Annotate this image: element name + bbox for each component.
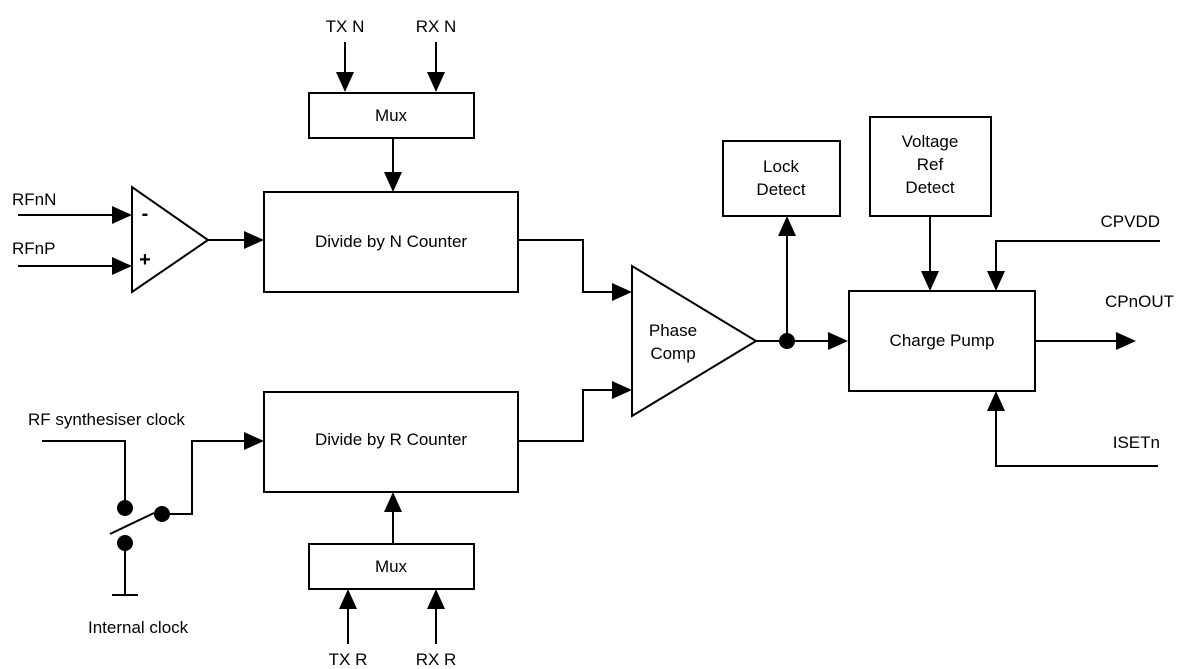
tx-r-arrow (339, 589, 357, 609)
differential-amplifier: - + (131, 185, 210, 294)
rx-r-arrow (427, 589, 445, 609)
mux-top-block: Mux (308, 92, 475, 139)
phase-comp-label-line2: Comp (650, 344, 695, 363)
lock-detect-label-line2: Detect (756, 180, 805, 199)
isetn-wire (995, 409, 1158, 467)
charge-pump-label: Charge Pump (890, 331, 995, 350)
divide-r-to-phase-comp-wire (518, 389, 614, 442)
rf-synthesiser-clock-label: RF synthesiser clock (28, 410, 185, 429)
voltage-ref-detect-block: Voltage Ref Detect (869, 116, 992, 217)
divide-r-to-phase-comp-arrow (612, 381, 632, 399)
switch-to-divide-r-arrow (244, 432, 264, 450)
rx-n-label: RX N (416, 17, 457, 36)
divide-by-r-counter-label: Divide by R Counter (315, 430, 467, 449)
rfnn-label: RFnN (12, 190, 56, 209)
rx-n-arrow (427, 72, 445, 92)
tx-n-arrow (336, 72, 354, 92)
lock-detect-block: Lock Detect (722, 140, 841, 217)
voltage-ref-label-line1: Voltage (902, 132, 959, 151)
divide-by-n-counter-block: Divide by N Counter (263, 191, 519, 293)
amp-to-divide-n-arrow (244, 231, 264, 249)
cpnout-arrow (1116, 332, 1136, 350)
cpvdd-arrow (987, 271, 1005, 291)
mux-bottom-block: Mux (308, 543, 475, 590)
phase-comparator-block: Phase Comp (631, 264, 758, 418)
amp-minus-sign: - (142, 203, 149, 225)
divide-n-to-phase-comp-wire (518, 239, 614, 293)
cpvdd-wire (995, 240, 1160, 273)
mux-bottom-label: Mux (375, 557, 408, 576)
rfnp-arrow (112, 257, 132, 275)
cpvdd-label: CPVDD (1100, 212, 1160, 231)
divide-n-to-phase-comp-arrow (612, 283, 632, 301)
internal-clock-label: Internal clock (88, 618, 189, 637)
isetn-arrow (987, 391, 1005, 411)
voltage-ref-label-line3: Detect (905, 178, 954, 197)
cpnout-label: CPnOUT (1105, 292, 1174, 311)
switch-lever (109, 512, 155, 535)
mux-top-to-divide-n-arrow (384, 172, 402, 192)
mux-bottom-to-divide-r-arrow (384, 492, 402, 512)
tx-r-label: TX R (329, 650, 368, 669)
phase-comp-label-line1: Phase (649, 321, 697, 340)
rf-synth-clock-wire (42, 440, 126, 503)
rfnp-label: RFnP (12, 239, 55, 258)
divide-by-n-counter-label: Divide by N Counter (315, 232, 467, 251)
voltage-ref-to-charge-pump-arrow (921, 271, 939, 291)
junction-to-lock-detect-arrow (778, 216, 796, 236)
lock-detect-label-line1: Lock (763, 157, 799, 176)
mux-top-label: Mux (375, 106, 408, 125)
clock-select-switch (109, 500, 170, 551)
isetn-label: ISETn (1113, 433, 1160, 452)
amp-plus-sign: + (139, 249, 151, 271)
phase-comp-to-charge-pump-arrow (828, 332, 848, 350)
switch-to-divide-r-wire (162, 440, 246, 515)
voltage-ref-label-line2: Ref (917, 155, 944, 174)
tx-n-label: TX N (326, 17, 365, 36)
switch-contact-top (117, 500, 133, 516)
rfnn-arrow (112, 206, 132, 224)
divide-by-r-counter-block: Divide by R Counter (263, 391, 519, 493)
rx-r-label: RX R (416, 650, 457, 669)
charge-pump-block: Charge Pump (848, 290, 1036, 392)
